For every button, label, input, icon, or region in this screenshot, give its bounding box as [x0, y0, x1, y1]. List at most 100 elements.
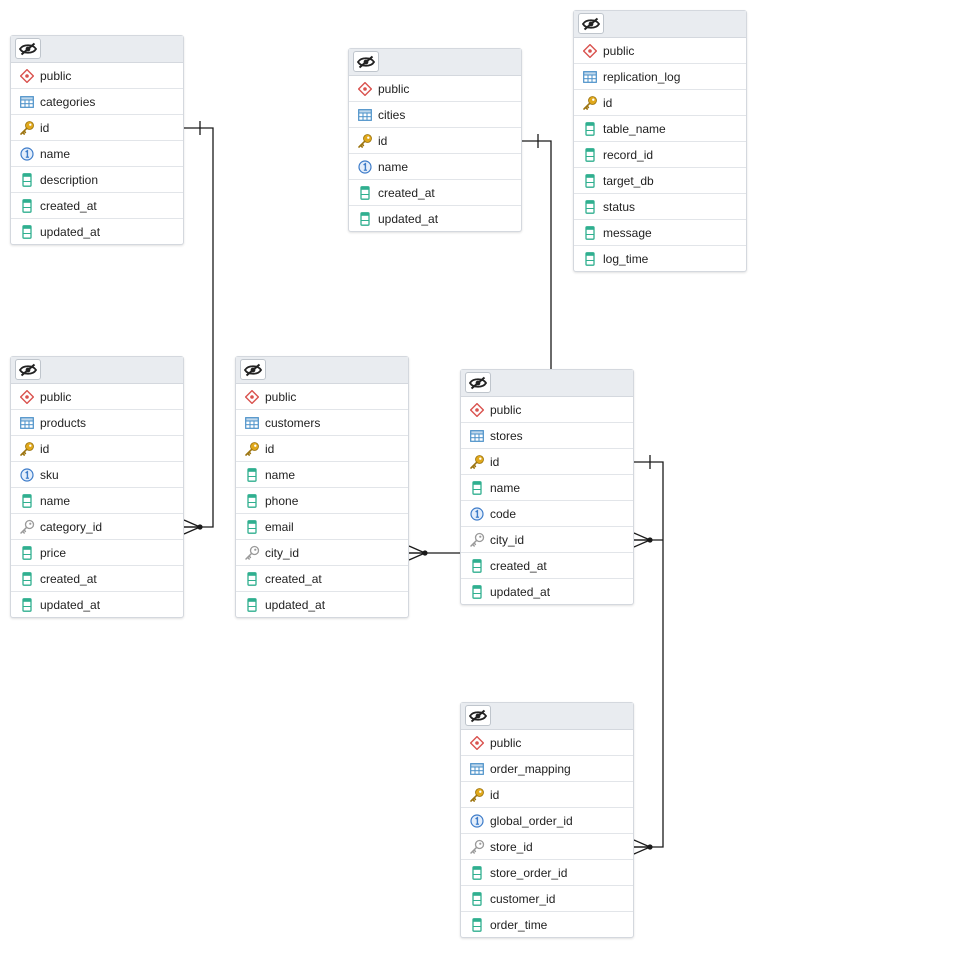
column-row[interactable]: phone — [236, 488, 408, 514]
table-header[interactable] — [349, 49, 521, 76]
column-row[interactable]: email — [236, 514, 408, 540]
schema-row-label: public — [490, 735, 522, 750]
column-row-label: created_at — [490, 558, 547, 573]
schema-row[interactable]: public — [574, 38, 746, 64]
column-row-label: store_order_id — [490, 865, 568, 880]
primary-key-icon — [357, 133, 373, 149]
table-name-row[interactable]: customers — [236, 410, 408, 436]
table-name-row[interactable]: order_mapping — [461, 756, 633, 782]
crows-foot — [633, 839, 651, 848]
column-row[interactable]: name — [11, 141, 183, 167]
crows-foot — [408, 545, 426, 554]
column-row[interactable]: code — [461, 501, 633, 527]
column-icon — [19, 571, 35, 587]
schema-row-label: public — [40, 389, 72, 404]
table-header[interactable] — [11, 36, 183, 63]
column-row[interactable]: table_name — [574, 116, 746, 142]
column-row[interactable]: id — [11, 436, 183, 462]
column-row[interactable]: record_id — [574, 142, 746, 168]
column-icon — [19, 198, 35, 214]
column-row[interactable]: created_at — [236, 566, 408, 592]
table-header[interactable] — [461, 370, 633, 397]
column-row[interactable]: order_time — [461, 912, 633, 937]
column-row[interactable]: id — [349, 128, 521, 154]
eye-off-icon[interactable] — [15, 38, 41, 59]
column-row[interactable]: message — [574, 220, 746, 246]
column-row[interactable]: price — [11, 540, 183, 566]
column-row[interactable]: id — [461, 449, 633, 475]
table-name-row[interactable]: stores — [461, 423, 633, 449]
column-row[interactable]: created_at — [349, 180, 521, 206]
column-row[interactable]: updated_at — [461, 579, 633, 604]
column-row[interactable]: global_order_id — [461, 808, 633, 834]
column-row[interactable]: created_at — [461, 553, 633, 579]
table-header[interactable] — [461, 703, 633, 730]
column-row[interactable]: category_id — [11, 514, 183, 540]
eye-off-icon[interactable] — [465, 705, 491, 726]
schema-row[interactable]: public — [11, 384, 183, 410]
primary-key-icon — [469, 787, 485, 803]
column-icon — [19, 493, 35, 509]
column-row-label: sku — [40, 467, 59, 482]
column-row[interactable]: target_db — [574, 168, 746, 194]
table-name-row[interactable]: categories — [11, 89, 183, 115]
column-row[interactable]: store_id — [461, 834, 633, 860]
column-row[interactable]: sku — [11, 462, 183, 488]
column-row[interactable]: updated_at — [11, 592, 183, 617]
column-row[interactable]: city_id — [461, 527, 633, 553]
eye-off-icon[interactable] — [578, 13, 604, 34]
column-row[interactable]: description — [11, 167, 183, 193]
column-row-label: record_id — [603, 147, 654, 162]
table-header[interactable] — [236, 357, 408, 384]
table-name-row[interactable]: cities — [349, 102, 521, 128]
schema-row-label: public — [603, 43, 635, 58]
column-row[interactable]: city_id — [236, 540, 408, 566]
table-header[interactable] — [574, 11, 746, 38]
column-row[interactable]: updated_at — [236, 592, 408, 617]
schema-row[interactable]: public — [349, 76, 521, 102]
schema-row[interactable]: public — [461, 397, 633, 423]
column-row[interactable]: created_at — [11, 566, 183, 592]
column-row[interactable]: updated_at — [349, 206, 521, 231]
column-row[interactable]: id — [461, 782, 633, 808]
column-row[interactable]: status — [574, 194, 746, 220]
column-row[interactable]: name — [461, 475, 633, 501]
table-name-row-label: cities — [378, 107, 406, 122]
table-name-row[interactable]: products — [11, 410, 183, 436]
column-row[interactable]: customer_id — [461, 886, 633, 912]
eye-off-icon[interactable] — [240, 359, 266, 380]
crows-foot — [183, 526, 201, 535]
eye-off-icon[interactable] — [353, 51, 379, 72]
column-row[interactable]: id — [236, 436, 408, 462]
column-row[interactable]: name — [236, 462, 408, 488]
schema-row-label: public — [378, 81, 410, 96]
column-row-label: id — [603, 95, 613, 110]
column-row[interactable]: id — [574, 90, 746, 116]
column-row-label: description — [40, 172, 99, 187]
column-row-label: log_time — [603, 251, 649, 266]
schema-row[interactable]: public — [461, 730, 633, 756]
schema-row[interactable]: public — [11, 63, 183, 89]
table-header[interactable] — [11, 357, 183, 384]
table-name-row[interactable]: replication_log — [574, 64, 746, 90]
eye-off-icon[interactable] — [15, 359, 41, 380]
column-row[interactable]: log_time — [574, 246, 746, 271]
column-row[interactable]: name — [11, 488, 183, 514]
column-row-label: global_order_id — [490, 813, 573, 828]
column-row[interactable]: name — [349, 154, 521, 180]
schema-row[interactable]: public — [236, 384, 408, 410]
eye-off-icon[interactable] — [465, 372, 491, 393]
column-row[interactable]: id — [11, 115, 183, 141]
column-row[interactable]: store_order_id — [461, 860, 633, 886]
column-row[interactable]: created_at — [11, 193, 183, 219]
column-icon — [244, 493, 260, 509]
column-row[interactable]: updated_at — [11, 219, 183, 244]
column-row-label: created_at — [40, 198, 97, 213]
